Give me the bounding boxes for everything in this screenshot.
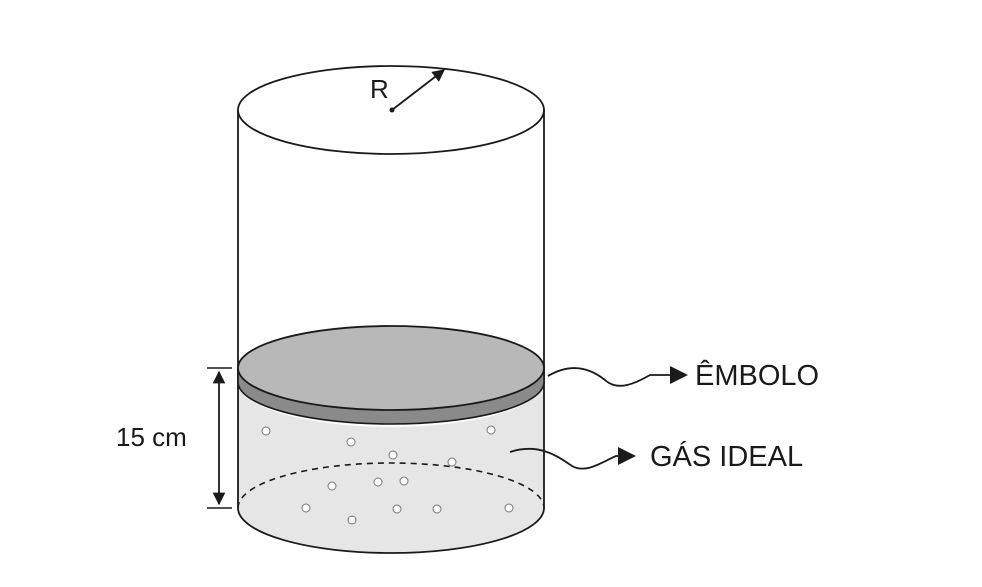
radius-arrow [391, 69, 445, 111]
gas-particle [447, 457, 457, 467]
gas-particle [504, 503, 514, 513]
gas-particle [388, 450, 398, 460]
radius-label: R [370, 74, 389, 104]
gas-particle [261, 426, 271, 436]
gas-particle [432, 504, 442, 514]
gas-pointer [509, 447, 620, 470]
gas-particle [392, 504, 402, 514]
gas-particle [399, 476, 409, 486]
piston-pointer [547, 367, 672, 387]
gas-particles [261, 425, 514, 525]
cylinder-bottom-front [237, 507, 545, 554]
gas-particle [486, 425, 496, 435]
gas-particle [327, 481, 337, 491]
gas-particle [301, 503, 311, 513]
piston-label: ÊMBOLO [695, 359, 819, 392]
height-label: 15 cm [116, 422, 187, 452]
piston-top [237, 325, 545, 411]
cylinder-bottom-back [237, 462, 545, 509]
piston-pointer-head [670, 366, 688, 384]
gas-label: GÁS IDEAL [650, 440, 803, 473]
gas-particle [346, 437, 356, 447]
gas-particle [347, 515, 357, 525]
gas-particle [373, 477, 383, 487]
gas-pointer-head [618, 447, 636, 465]
gas-region [238, 382, 544, 553]
